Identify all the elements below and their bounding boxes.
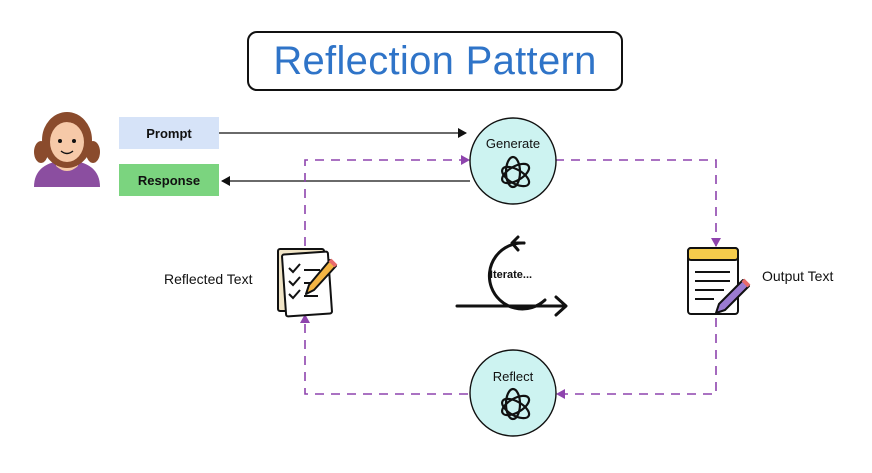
reflect-label: Reflect: [492, 369, 534, 384]
checklist-pencil-icon: [277, 248, 338, 318]
title-box: Reflection Pattern: [247, 31, 623, 91]
prompt-box: Prompt: [119, 117, 219, 149]
reflect-node: [469, 349, 557, 437]
generate-node: [469, 117, 557, 205]
loop-reflect-to-reflected: [300, 314, 468, 395]
cycle-arrow-icon: [455, 235, 568, 317]
response-box: Response: [119, 164, 219, 196]
output-text-label: Output Text: [762, 268, 834, 284]
reflection-loop: [300, 155, 721, 399]
woman-avatar-icon: [34, 112, 100, 187]
loop-generate-to-output: [555, 159, 721, 247]
page-title: Reflection Pattern: [273, 38, 597, 83]
loop-reflected-to-generate: [304, 155, 470, 246]
notepad-pencil-icon: [687, 247, 751, 315]
loop-output-to-reflect: [556, 318, 717, 399]
openai-logo-icon: [501, 155, 531, 189]
reflected-text-label: Reflected Text: [164, 271, 253, 287]
openai-logo-icon: [501, 387, 531, 421]
iterate-label: Iterate...: [489, 269, 533, 281]
generate-label: Generate: [485, 136, 541, 151]
